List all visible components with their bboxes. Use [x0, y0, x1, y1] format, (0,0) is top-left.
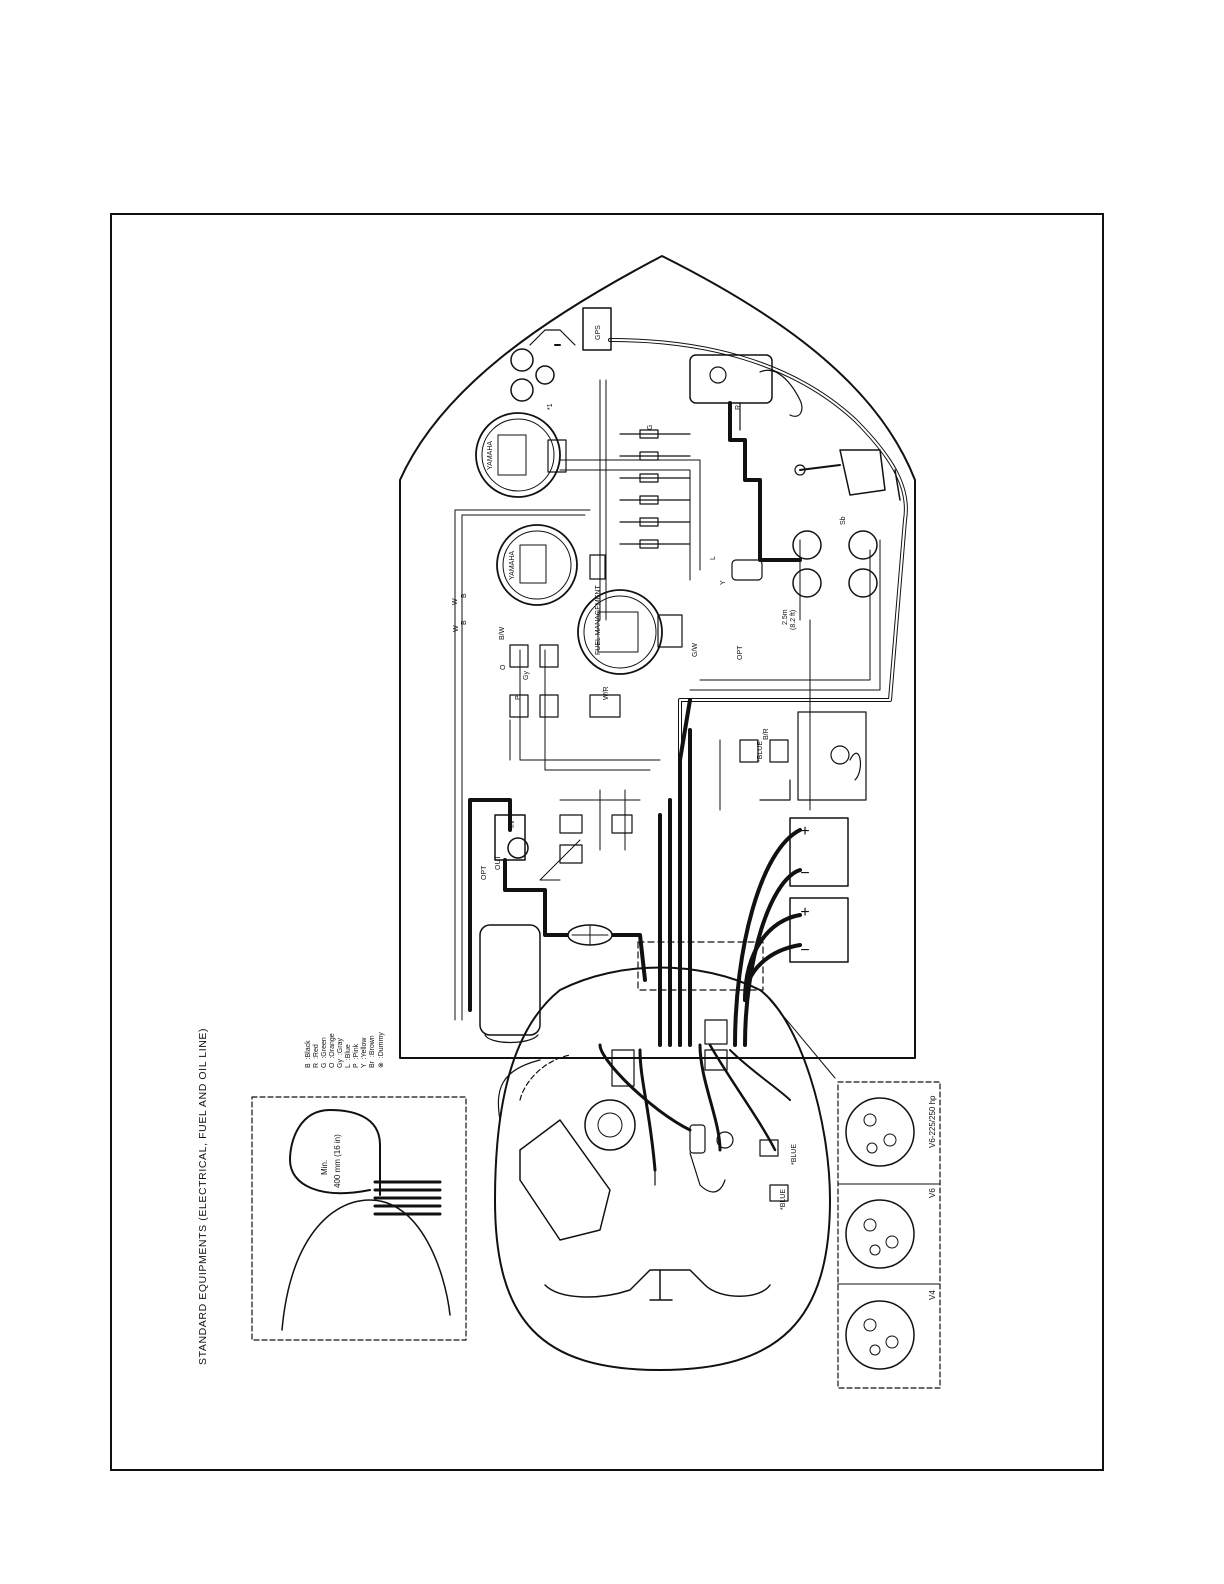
wire-gy: Gy: [523, 671, 530, 680]
wire-r: R: [735, 405, 742, 410]
label-blue-1: *BLUE: [757, 741, 764, 762]
wire-br: B/R: [763, 728, 770, 740]
label-in: IN: [509, 821, 516, 828]
page-frame: [110, 213, 1104, 1471]
gauge-fuel-label: FUEL MANAGEMENT: [595, 585, 602, 655]
label-opt-1: OPT: [481, 865, 488, 880]
terminal-variants-inset: [837, 1081, 941, 1389]
fuel-tank: [479, 924, 541, 1036]
remote-control-box: [839, 449, 886, 496]
wire-w1: W: [452, 598, 459, 605]
battery-1: [789, 817, 849, 887]
main-harness: [658, 698, 692, 1047]
wire-w2: W: [453, 625, 460, 632]
legend-row: G :Green: [321, 1037, 328, 1068]
label-v4: V4: [928, 1290, 937, 1300]
wire-wr: W/R: [603, 686, 610, 700]
wire-gw: G/W: [692, 643, 699, 657]
battery-1-minus: −: [800, 865, 809, 882]
tachometer-gauge: [496, 524, 578, 606]
key-switch-icon: [709, 366, 727, 384]
label-v6-225: V6-225/250 hp: [928, 1095, 937, 1148]
outboard-engine: [519, 1119, 611, 1241]
wire-b1: B: [461, 593, 468, 598]
battery-2-plus: +: [800, 904, 809, 921]
battery-2: [789, 897, 849, 963]
label-blue-3: *BLUE: [780, 1189, 787, 1210]
label-cable-length: 2.5m: [782, 609, 789, 625]
label-min: Min.: [320, 1160, 329, 1175]
relay-block: [731, 559, 763, 581]
fuel-management-gauge: [577, 589, 663, 675]
legend-row: O :Orange: [329, 1033, 336, 1068]
wire-sb: Sb: [840, 516, 847, 525]
legend-row: ⊗ :Dummy: [378, 1032, 385, 1068]
legend-row: Br :Brown: [369, 1035, 376, 1068]
legend-row: R :Red: [313, 1044, 320, 1068]
label-v6: V6: [928, 1188, 937, 1198]
wire-g: G: [647, 425, 654, 430]
label-star1: *1: [547, 403, 554, 410]
battery-cable-positive-1: [733, 828, 802, 1047]
battery-2-minus: −: [800, 942, 809, 959]
label-opt-2: OPT: [737, 645, 744, 660]
legend-row: B :Black: [305, 1040, 312, 1068]
gauge-brand-1: YAMAHA: [487, 441, 494, 470]
hub-connector-1: [792, 530, 822, 560]
engine-well-outline: [494, 966, 831, 1371]
terminal-v4: [845, 1300, 915, 1370]
legend-row: L :Blue: [345, 1044, 352, 1068]
wire-b2: B: [461, 620, 468, 625]
label-cable-length-ft: (8.2 ft): [790, 610, 797, 630]
boat-hull-outline: [399, 255, 916, 1059]
battery-1-plus: +: [800, 823, 809, 840]
legend-row: Y :Yellow: [361, 1037, 368, 1069]
junction-box-dashed: [637, 941, 764, 991]
wire-l: L: [710, 556, 717, 560]
label-gps: GPS: [595, 325, 602, 340]
min-radius-inset: [251, 1096, 467, 1341]
label-out: OUT: [495, 855, 502, 871]
wire-o: O: [500, 664, 507, 670]
oil-reservoir: [494, 814, 526, 861]
label-blue-2: *BLUE: [791, 1144, 798, 1165]
wire-p: P: [515, 695, 522, 700]
wire-bw: B/W: [499, 626, 506, 640]
gps-box: [582, 307, 612, 351]
gauge-brand-2: YAMAHA: [509, 551, 516, 580]
flywheel-icon: [584, 1099, 636, 1151]
label-min-length: 400 mm (16 in): [333, 1134, 342, 1188]
fuel-line: [468, 798, 512, 1012]
speed-sensor-1: [510, 348, 534, 372]
wire-y: Y: [720, 580, 727, 585]
page-title: STANDARD EQUIPMENTS (ELECTRICAL, FUEL AN…: [197, 1027, 209, 1365]
legend-row: Gy :Gray: [337, 1038, 344, 1068]
hub-connector-2: [848, 530, 878, 560]
multifunction-gauge-top: [475, 412, 561, 498]
terminal-v6: [845, 1199, 915, 1269]
legend-row: P :Pink: [353, 1043, 360, 1068]
terminal-v6-225: [845, 1097, 915, 1167]
